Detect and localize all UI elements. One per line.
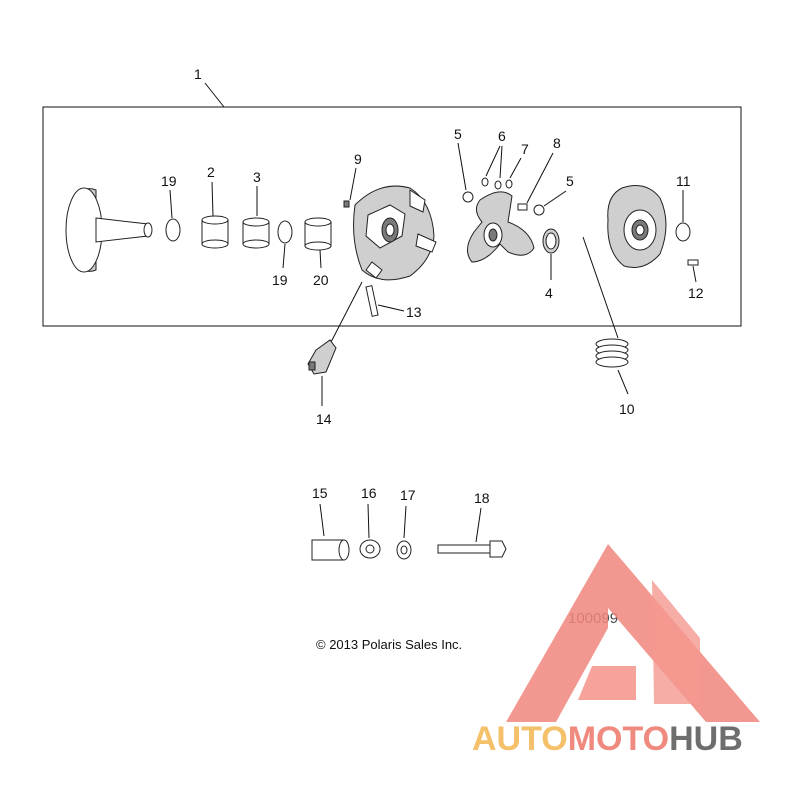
bolt-18-part	[437, 540, 507, 558]
callout-16: 16	[361, 485, 377, 501]
ring-19-b-part	[277, 220, 293, 244]
spider-housing-part	[353, 185, 437, 281]
pin-13-part	[365, 285, 379, 317]
callout-13: 13	[406, 304, 422, 320]
bushing-3-part	[242, 217, 270, 249]
callout-6: 6	[498, 128, 506, 144]
callout-19-a: 19	[161, 173, 177, 189]
watermark-logo	[506, 544, 760, 722]
seal-4-part	[542, 228, 560, 254]
washer-17-part	[396, 540, 412, 560]
callout-3: 3	[253, 169, 261, 185]
roller-5-a-part	[462, 191, 474, 203]
callout-2: 2	[207, 164, 215, 180]
callout-10: 10	[619, 401, 635, 417]
callout-17: 17	[400, 487, 416, 503]
bushing-20-part	[304, 217, 332, 251]
callout-5-b: 5	[566, 173, 574, 189]
watermark-word-auto: AUTO	[472, 720, 568, 758]
screw-12-part	[687, 259, 699, 266]
callout-15: 15	[312, 485, 328, 501]
set-screw-9-part	[343, 200, 350, 208]
callout-9: 9	[354, 151, 362, 167]
callout-20: 20	[313, 272, 329, 288]
callout-1: 1	[194, 66, 202, 82]
washer-7-part	[505, 179, 513, 189]
bushing-2-part	[201, 215, 229, 249]
washer-6-a-part	[481, 177, 489, 187]
spring-10-part	[595, 338, 629, 368]
spacer-15-part	[311, 539, 350, 561]
copyright-notice: © 2013 Polaris Sales Inc.	[316, 637, 462, 652]
roller-5-b-part	[533, 204, 545, 216]
bushing-11-part	[675, 222, 691, 242]
washer-16-part	[359, 539, 381, 559]
callout-4: 4	[545, 285, 553, 301]
cover-part	[607, 185, 667, 268]
callout-11: 11	[676, 173, 691, 189]
callout-12: 12	[688, 285, 704, 301]
callout-8: 8	[553, 135, 561, 151]
moveable-sheave-part	[65, 187, 153, 273]
callout-18: 18	[474, 490, 490, 506]
watermark-text: AUTOMOTOHUB	[472, 720, 743, 758]
assembly-frame	[42, 106, 742, 327]
spider-part	[467, 191, 535, 263]
weight-14-part	[307, 339, 337, 375]
washer-6-b-part	[494, 180, 502, 190]
watermark-word-hub: HUB	[669, 720, 743, 758]
watermark-word-moto: MOTO	[568, 720, 669, 758]
callout-5-a: 5	[454, 126, 462, 142]
ring-19-a-part	[165, 218, 181, 242]
pin-8-part	[517, 203, 528, 211]
callout-14: 14	[316, 411, 332, 427]
callout-7: 7	[521, 141, 529, 157]
callout-19-b: 19	[272, 272, 288, 288]
